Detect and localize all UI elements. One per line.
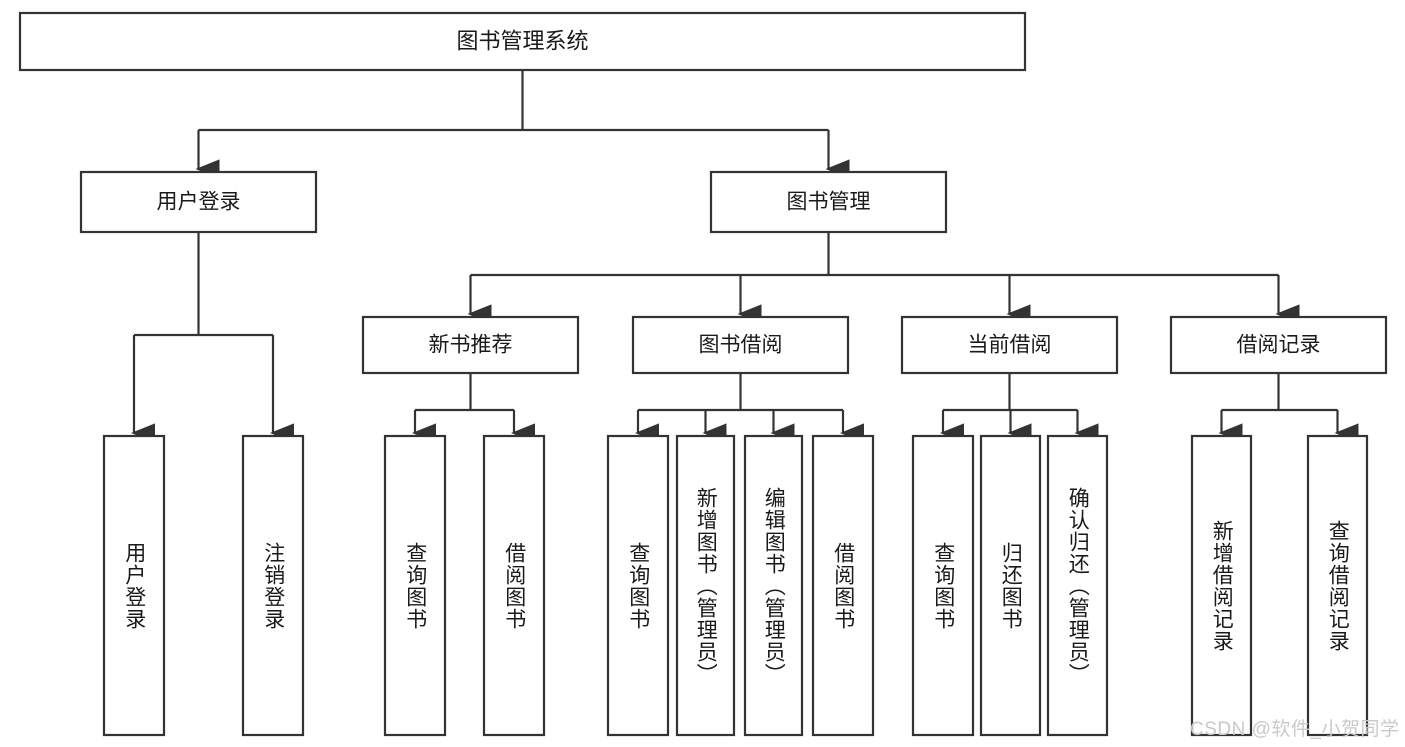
node-label-user-login: 用户登录 — [157, 191, 241, 214]
node-box-leaf-borrow-book — [811, 434, 875, 737]
node-leaf-confirm-return[interactable] — [1046, 434, 1109, 737]
node-leaf-query-borrow-record[interactable] — [1306, 434, 1369, 737]
node-box-borrow-record — [1169, 315, 1388, 375]
node-box-leaf-borrow-book-recommend — [482, 434, 546, 737]
node-box-root — [18, 11, 1027, 72]
node-box-leaf-query-borrow-record — [1306, 434, 1369, 737]
node-box-book-manage — [709, 170, 948, 234]
node-box-current-borrow — [900, 315, 1119, 375]
node-leaf-add-book[interactable] — [675, 434, 736, 737]
node-leaf-edit-book[interactable] — [743, 434, 804, 737]
node-leaf-return-book[interactable] — [979, 434, 1042, 737]
node-box-book-borrow — [631, 315, 850, 375]
node-label-root: 图书管理系统 — [456, 28, 588, 53]
node-box-user-login — [79, 170, 318, 234]
node-box-leaf-add-book — [675, 434, 736, 737]
node-box-leaf-edit-book — [743, 434, 804, 737]
node-leaf-add-borrow-record[interactable] — [1190, 434, 1253, 737]
node-leaf-borrow-book-recommend[interactable] — [482, 434, 546, 737]
node-new-book-recommend[interactable]: 新书推荐 — [361, 315, 580, 375]
csdn-watermark: CSDN @软件_小贺同学 — [1190, 719, 1400, 740]
node-box-leaf-return-book — [979, 434, 1042, 737]
node-borrow-record[interactable]: 借阅记录 — [1169, 315, 1388, 375]
node-box-leaf-user-login — [102, 434, 166, 737]
node-box-leaf-query-book-current — [911, 434, 975, 737]
node-label-new-book-recommend: 新书推荐 — [429, 334, 513, 357]
node-label-current-borrow: 当前借阅 — [968, 334, 1052, 357]
node-leaf-logout[interactable] — [241, 434, 305, 737]
node-book-borrow[interactable]: 图书借阅 — [631, 315, 850, 375]
node-leaf-query-book-borrow[interactable] — [606, 434, 670, 737]
node-current-borrow[interactable]: 当前借阅 — [900, 315, 1119, 375]
node-root[interactable]: 图书管理系统 — [18, 11, 1027, 72]
node-box-leaf-confirm-return — [1046, 434, 1109, 737]
node-box-leaf-query-book-borrow — [606, 434, 670, 737]
node-leaf-borrow-book[interactable] — [811, 434, 875, 737]
node-label-book-manage: 图书管理 — [787, 191, 871, 214]
connector-lines — [130, 70, 1359, 443]
node-leaf-query-book-current[interactable] — [911, 434, 975, 737]
node-box-leaf-query-book-recommend — [383, 434, 447, 737]
node-label-book-borrow: 图书借阅 — [699, 334, 783, 357]
node-book-manage[interactable]: 图书管理 — [709, 170, 948, 234]
node-user-login[interactable]: 用户登录 — [79, 170, 318, 234]
node-box-leaf-logout — [241, 434, 305, 737]
node-leaf-user-login[interactable] — [102, 434, 166, 737]
node-label-borrow-record: 借阅记录 — [1237, 334, 1321, 357]
node-leaf-query-book-recommend[interactable] — [383, 434, 447, 737]
node-box-new-book-recommend — [361, 315, 580, 375]
node-box-leaf-add-borrow-record — [1190, 434, 1253, 737]
